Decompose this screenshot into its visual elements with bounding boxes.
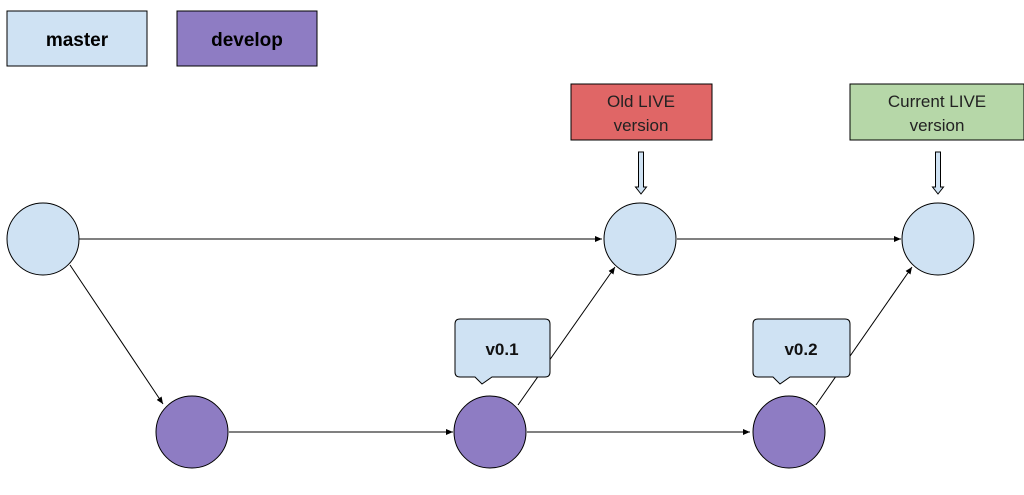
old-live-line2: version [614, 116, 669, 135]
current-live-line1: Current LIVE [888, 92, 986, 111]
tag-v02-callout [752, 318, 851, 385]
current-live-box [849, 83, 1024, 141]
current-live-line2: version [910, 116, 965, 135]
master-commit-1 [6, 202, 80, 276]
legend-develop-label: develop [211, 30, 283, 51]
tag-v01: v0.1 [454, 318, 551, 385]
legend-master-swatch [6, 10, 148, 67]
tag-v02-label: v0.2 [784, 340, 817, 359]
legend-master: master [6, 10, 148, 67]
old-live-label: Old LIVE version [570, 83, 713, 141]
legend-master-label: master [46, 30, 109, 51]
current-live-pointer-arrow [931, 151, 945, 195]
tag-v02: v0.2 [752, 318, 851, 385]
master-commit-3 [901, 202, 975, 276]
develop-commit-2 [453, 395, 527, 469]
old-live-pointer-arrow [634, 151, 648, 195]
tag-v01-label: v0.1 [485, 340, 518, 359]
old-live-box [570, 83, 713, 141]
edge-develop2-master2 [517, 266, 616, 406]
old-live-line1: Old LIVE [607, 92, 675, 111]
edge-develop3-master3 [815, 266, 913, 406]
legend-develop-swatch [176, 10, 318, 67]
tag-v01-callout [454, 318, 551, 385]
current-live-label: Current LIVE version [849, 83, 1024, 141]
develop-commit-3 [752, 395, 826, 469]
edge-master1-develop1 [69, 264, 164, 405]
master-commit-2 [603, 202, 677, 276]
develop-commit-1 [155, 395, 229, 469]
legend-develop: develop [176, 10, 318, 67]
